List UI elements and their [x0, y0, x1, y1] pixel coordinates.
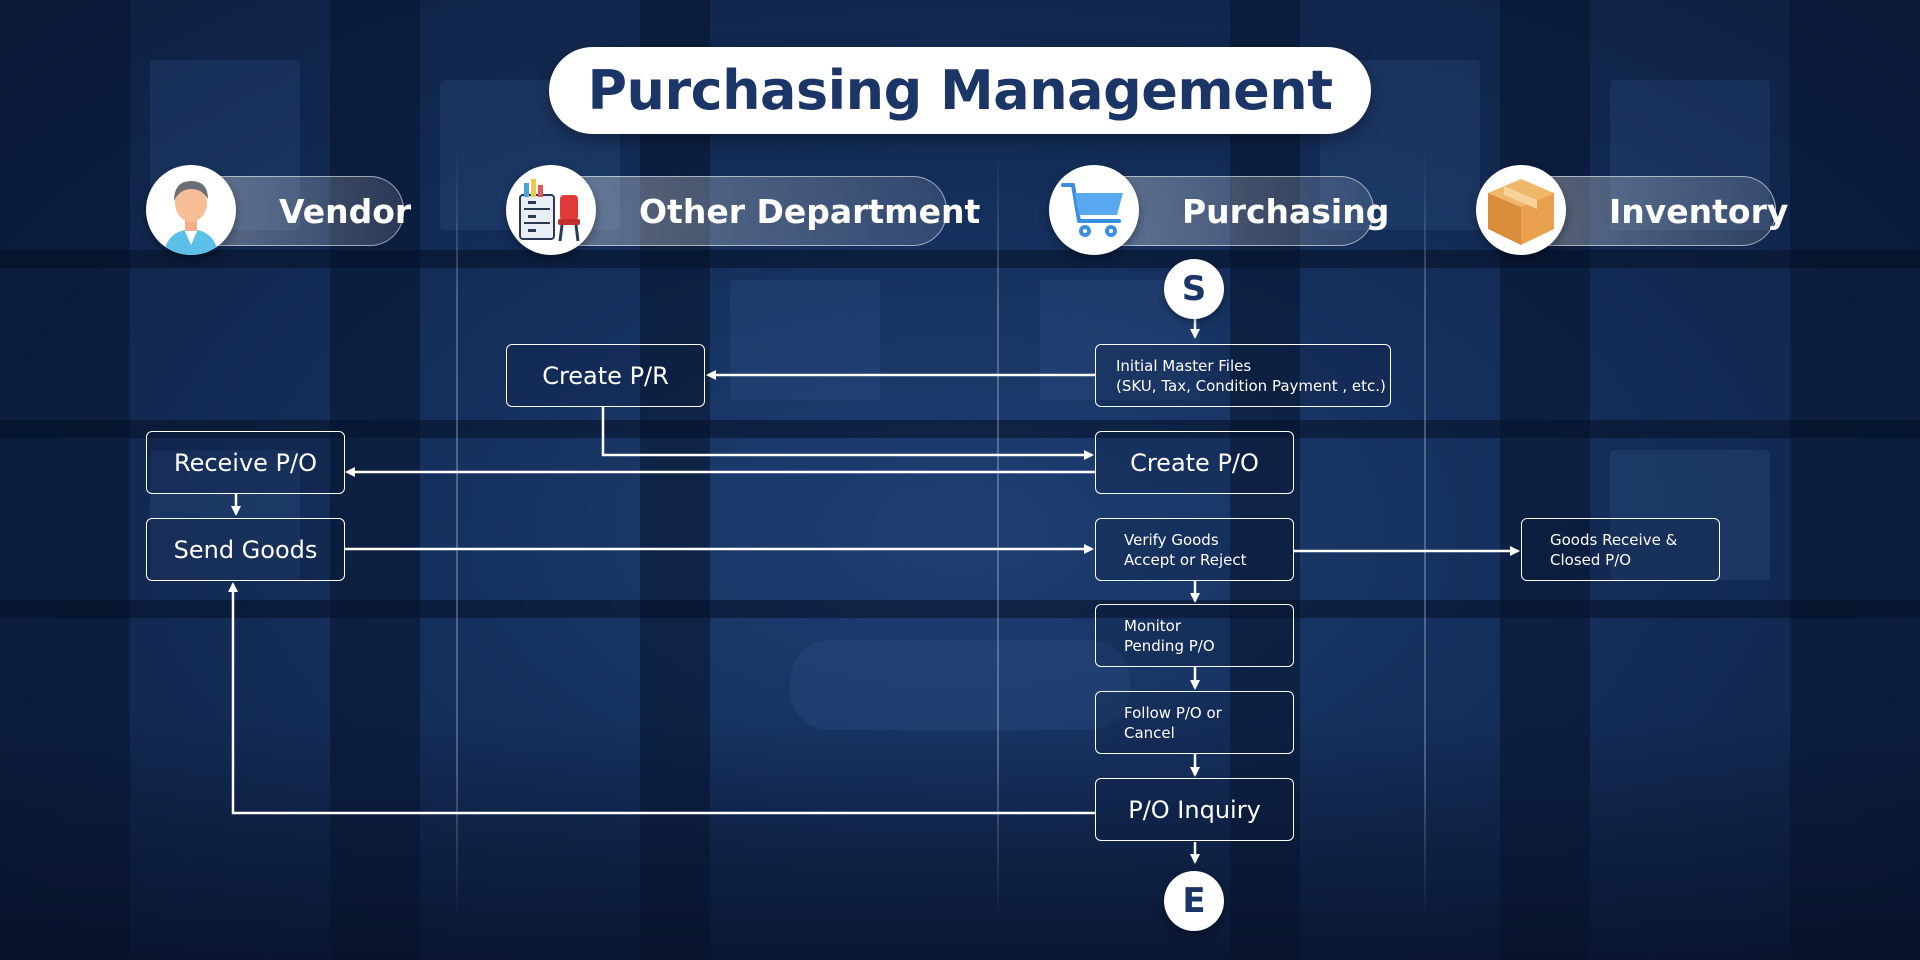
end-terminal: E	[1164, 871, 1224, 931]
node-label: Monitor Pending P/O	[1124, 616, 1215, 655]
lane-header-purchasing: Purchasing	[1049, 165, 1389, 255]
node-label: Initial Master Files (SKU, Tax, Conditio…	[1116, 356, 1386, 395]
lane-label: Other Department	[639, 191, 981, 231]
node-goods-receive: Goods Receive & Closed P/O	[1521, 518, 1720, 581]
node-label: Receive P/O	[173, 448, 318, 477]
lane-header-vendor: Vendor	[146, 165, 411, 255]
lane-header-other-department: Other Department	[506, 165, 980, 255]
node-create-po: Create P/O	[1095, 431, 1294, 494]
start-terminal: S	[1164, 259, 1224, 319]
node-label: Verify Goods Accept or Reject	[1124, 530, 1247, 569]
node-verify-goods: Verify Goods Accept or Reject	[1095, 518, 1294, 581]
lane-divider	[1424, 150, 1426, 920]
node-create-pr: Create P/R	[506, 344, 705, 407]
node-label: Follow P/O or Cancel	[1124, 703, 1222, 742]
arrow-inquiry-to-send-goods	[228, 582, 1095, 815]
node-label: Send Goods	[173, 535, 318, 564]
title-banner: Purchasing Management	[549, 47, 1371, 134]
node-send-goods: Send Goods	[146, 518, 345, 581]
node-follow-po: Follow P/O or Cancel	[1095, 691, 1294, 754]
node-initial-master-files: Initial Master Files (SKU, Tax, Conditio…	[1095, 344, 1391, 407]
node-label: P/O Inquiry	[1128, 795, 1261, 824]
lane-divider	[456, 150, 458, 920]
arrow-create-pr-to-create-po	[601, 407, 1094, 460]
box-package-icon	[1476, 165, 1566, 255]
page-title: Purchasing Management	[587, 59, 1333, 122]
office-department-icon	[506, 165, 596, 255]
lane-label: Vendor	[279, 191, 412, 231]
node-label: Goods Receive & Closed P/O	[1550, 530, 1678, 569]
vendor-person-icon	[146, 165, 236, 255]
lane-divider	[997, 150, 999, 920]
shopping-cart-icon	[1049, 165, 1139, 255]
lane-label: Purchasing	[1182, 191, 1390, 231]
node-label: Create P/O	[1130, 448, 1259, 477]
node-receive-po: Receive P/O	[146, 431, 345, 494]
lane-header-inventory: Inventory	[1476, 165, 1788, 255]
node-label: Create P/R	[542, 361, 669, 390]
node-po-inquiry: P/O Inquiry	[1095, 778, 1294, 841]
node-monitor-pending-po: Monitor Pending P/O	[1095, 604, 1294, 667]
lane-label: Inventory	[1609, 191, 1789, 231]
